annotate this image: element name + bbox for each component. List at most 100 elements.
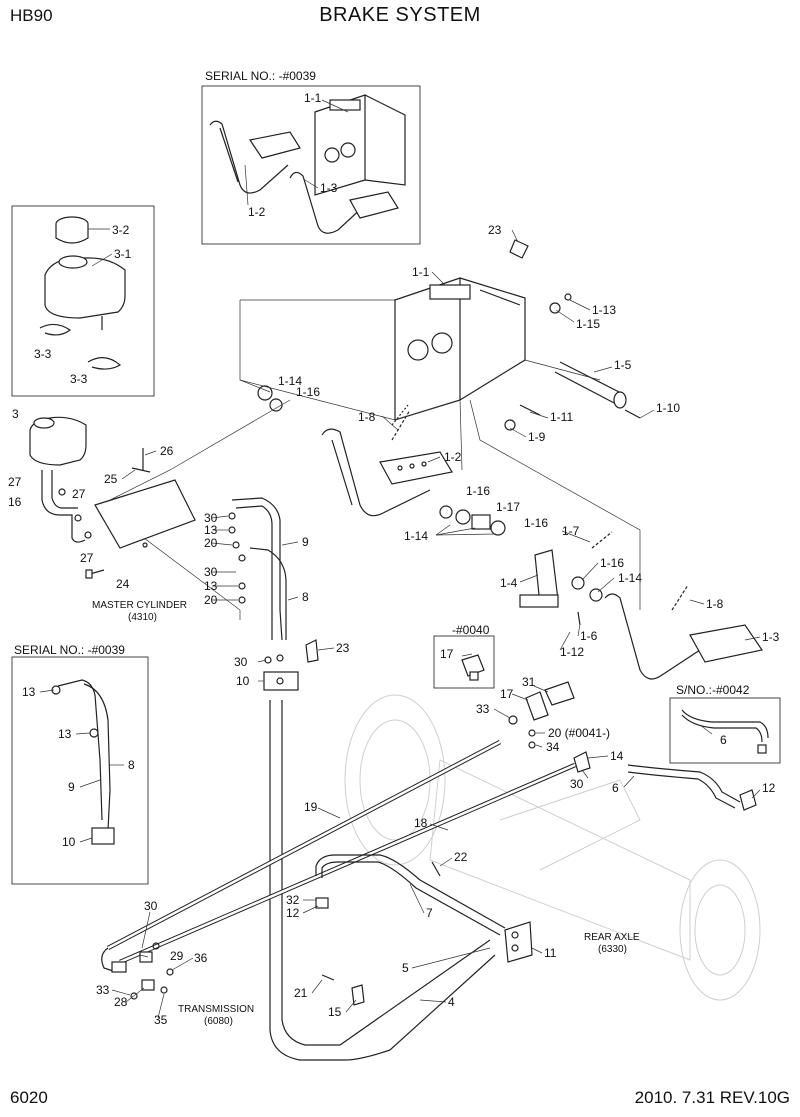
bolts-left [85, 448, 151, 579]
fittings-right [508, 681, 757, 811]
note-transmission: TRANSMISSION [178, 1004, 254, 1015]
callout-1-11: 1-11 [550, 410, 573, 424]
callout-1-14-a: 1-14 [278, 374, 302, 388]
note-serial-top: SERIAL NO.: -#0039 [205, 69, 316, 83]
clamp-15 [321, 974, 365, 1006]
callout-1-16-a: 1-16 [296, 385, 320, 399]
callout-23-mid: 23 [336, 641, 350, 655]
tee-junction-upper [263, 639, 319, 691]
page-number: 6020 [10, 1088, 48, 1107]
callout-36: 36 [194, 951, 208, 965]
junction-block-11 [431, 861, 533, 963]
callout-22: 22 [454, 850, 468, 864]
callout-1-16-b: 1-16 [466, 484, 490, 498]
serial-box-0042 [669, 697, 781, 764]
small-reservoir [29, 416, 87, 466]
serial-box-0040 [433, 635, 495, 689]
master-cylinder [94, 479, 196, 549]
callout-30-a: 30 [204, 511, 218, 525]
callout-33-b: 33 [96, 983, 110, 997]
callout-21: 21 [294, 986, 308, 1000]
callout-33-a: 33 [476, 702, 490, 716]
note-serial-left: SERIAL NO.: -#0039 [14, 643, 125, 657]
callout-12-b: 12 [286, 906, 300, 920]
reservoir-tank [44, 255, 126, 330]
callout-27-c: 27 [80, 551, 94, 565]
brake-pedal-main [321, 428, 453, 517]
callout-35: 35 [154, 1013, 168, 1027]
callout-26: 26 [160, 444, 174, 458]
callout-6-b: 6 [612, 781, 619, 795]
callout-30-c: 30 [234, 655, 248, 669]
small-hardware [257, 239, 641, 431]
callout-5: 5 [402, 961, 409, 975]
callout-24: 24 [116, 577, 130, 591]
callout-30-d: 30 [570, 777, 584, 791]
page-title: BRAKE SYSTEM [319, 4, 481, 26]
callout-8-b: 8 [128, 758, 135, 772]
leader-lines [39, 99, 761, 1019]
callout-11: 11 [544, 946, 557, 960]
callout-10-a: 10 [236, 674, 250, 688]
pedal-old-left [209, 120, 301, 194]
callout-13-a: 13 [204, 523, 218, 537]
callout-13-c: 13 [22, 685, 36, 699]
brake-hoses-upper [228, 497, 287, 641]
callout-1-13: 1-13 [592, 303, 616, 317]
reservoir-cap [55, 216, 89, 244]
callout-16: 16 [8, 495, 22, 509]
callout-1-15: 1-15 [576, 317, 600, 331]
callout-1-3-main: 1-3 [762, 630, 780, 644]
clip-parts [39, 323, 122, 370]
callout-1-16-c: 1-16 [524, 516, 548, 530]
callout-1-2-main: 1-2 [444, 450, 462, 464]
callout-1-14-b: 1-14 [404, 529, 428, 543]
callout-7: 7 [426, 906, 433, 920]
note-master-cylinder: MASTER CYLINDER [92, 600, 187, 611]
pedal-bracket [394, 277, 526, 421]
model-code: HB90 [10, 6, 53, 25]
pipe-7 [315, 854, 506, 936]
pipe-6-old [681, 709, 769, 754]
callout-8-a: 8 [302, 590, 309, 604]
callout-30-e: 30 [144, 899, 158, 913]
hose-19 [106, 740, 502, 950]
callout-1-8-b: 1-8 [706, 597, 724, 611]
callout-1-8-a: 1-8 [358, 410, 376, 424]
callout-29: 29 [170, 949, 184, 963]
callout-1-1-top: 1-1 [304, 91, 322, 105]
callout-20-b: 20 [204, 593, 218, 607]
callout-3-1: 3-1 [114, 247, 132, 261]
fitting-17-old [461, 654, 485, 681]
reservoir-box [11, 205, 155, 397]
callout-1-4: 1-4 [500, 576, 518, 590]
note-rear-axle: REAR AXLE [584, 932, 640, 943]
callout-3-3-a: 3-3 [34, 347, 52, 361]
reservoir-hose [41, 470, 92, 543]
pedal-old-right [289, 171, 399, 234]
hoses-old [51, 679, 115, 845]
callout-1-1-main: 1-1 [412, 265, 430, 279]
callout-18: 18 [414, 816, 428, 830]
callout-4: 4 [448, 995, 455, 1009]
note-master-cylinder-ref: (4310) [128, 612, 157, 623]
callout-27-b: 27 [72, 487, 86, 501]
callout-1-12: 1-12 [560, 645, 584, 659]
callout-13-d: 13 [58, 727, 72, 741]
callout-1-6: 1-6 [580, 629, 598, 643]
spring-parts [391, 409, 689, 611]
callout-9-b: 9 [68, 780, 75, 794]
callout-1-17: 1-17 [496, 500, 520, 514]
long-brake-lines [269, 700, 496, 1061]
callout-20-0041: 20 (#0041-) [548, 726, 610, 740]
serial-box-top [201, 85, 421, 245]
callout-34: 34 [546, 740, 560, 754]
callout-15: 15 [328, 1005, 342, 1019]
callout-10-b: 10 [62, 835, 76, 849]
bushing-set [439, 505, 506, 536]
transmission-fittings [101, 942, 174, 1000]
callout-31: 31 [522, 675, 536, 689]
callout-30-b: 30 [204, 565, 218, 579]
callout-1-3-top: 1-3 [320, 181, 338, 195]
callout-1-16-d: 1-16 [600, 556, 624, 570]
